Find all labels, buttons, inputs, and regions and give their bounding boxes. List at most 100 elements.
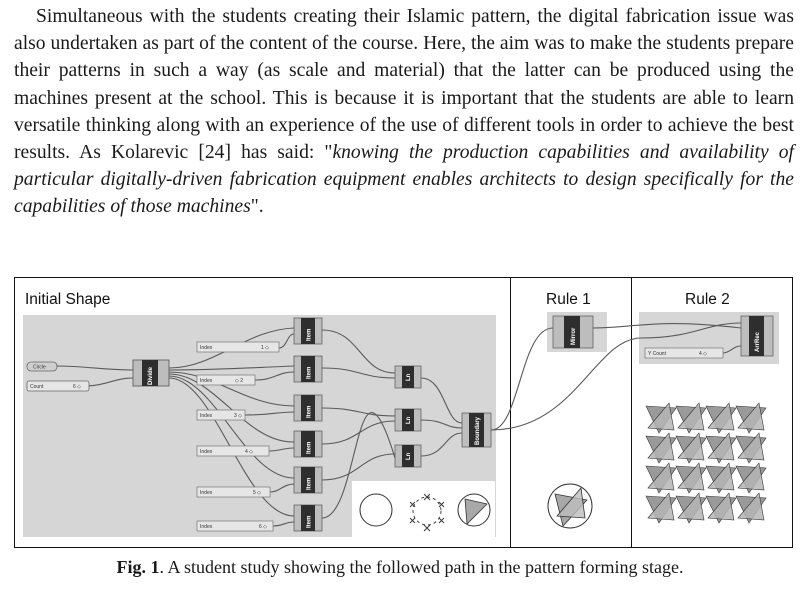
y-count-slider: [644, 347, 724, 359]
y-count-slider-value: 4 ◇: [699, 351, 707, 357]
line-node-body: [402, 409, 414, 431]
wire: [420, 377, 463, 424]
pattern-triangle: [647, 402, 675, 431]
index-slider: [196, 486, 271, 498]
pattern-triangle: [707, 462, 735, 491]
divided-circle-sketch: [409, 493, 445, 532]
pattern-triangle: [677, 492, 705, 521]
pattern-triangle: [647, 432, 675, 461]
figure-1: Initial Shape Rule 1 Rule 2: [14, 277, 793, 548]
panel-divider: [510, 278, 511, 547]
item-nodes: Item Item Item Item Item Item: [293, 317, 323, 532]
mirror-node-body: [564, 316, 580, 348]
wire: [321, 453, 396, 481]
line-nodes: Ln Ln Ln: [394, 365, 422, 468]
triangle-shape: [464, 498, 488, 525]
pattern-triangle: [647, 462, 675, 491]
pattern-triangle: [737, 462, 765, 491]
wire: [244, 411, 295, 416]
paragraph-quote: knowing the production capabilities and …: [14, 142, 794, 218]
panel-title-initial-shape: Initial Shape: [25, 291, 111, 308]
pattern-triangle: [677, 462, 705, 491]
index-slider-value: 5 ◇: [253, 490, 261, 496]
index-slider-value: 6 ◇: [259, 524, 267, 530]
panel-divider: [631, 278, 632, 547]
pattern-triangle: [677, 402, 705, 431]
wire-group: [54, 322, 742, 527]
index-slider-label: Index: [200, 490, 213, 496]
pattern-triangle: [737, 402, 765, 431]
panel-title-rule-1: Rule 1: [546, 291, 591, 308]
pattern-triangle: [707, 432, 735, 461]
body-paragraph: Simultaneous with the students creating …: [14, 3, 794, 221]
wire: [84, 377, 134, 387]
caption-text: . A student study showing the followed p…: [159, 557, 684, 577]
wire: [54, 365, 134, 371]
pattern-triangle: [737, 432, 765, 461]
rule1-sketch: [547, 483, 593, 529]
item-node-body: [301, 431, 315, 457]
item-node-body: [301, 467, 315, 493]
boundary-node-body: [469, 413, 484, 447]
wire: [321, 420, 396, 445]
item-node-label: Item: [307, 406, 313, 418]
circle-param-label: Circle: [33, 365, 46, 371]
wire: [268, 447, 295, 452]
count-slider-value: 6 ◇: [73, 384, 81, 390]
count-slider-label: Count: [30, 384, 44, 390]
arrrec-node-body: [749, 316, 764, 356]
index-slider-value: 3 ◇: [234, 413, 242, 419]
line-node-body: [402, 366, 414, 388]
rule2-pattern: [645, 402, 767, 524]
item-node-label: Item: [307, 442, 313, 454]
definition-diagram: Circle Count 6 ◇ Divide Index 1 ◇ Index …: [26, 315, 774, 539]
wire: [420, 432, 463, 457]
figure-caption: Fig. 1. A student study showing the foll…: [0, 557, 800, 578]
index-sliders: Index 1 ◇ Index ◇ 2 Index 3 ◇ Index 4 ◇ …: [196, 341, 280, 532]
index-slider-label: Index: [200, 345, 213, 351]
index-slider-label: Index: [200, 449, 213, 455]
arrrec-node-label: ArrRec: [755, 331, 761, 352]
wire: [592, 323, 742, 329]
index-slider-label: Index: [200, 524, 213, 530]
circle-sketch: [359, 493, 393, 527]
initial-shape-sketches: [352, 481, 495, 539]
wire: [272, 521, 295, 527]
index-slider-value: 4 ◇: [245, 449, 253, 455]
line-node-label: Ln: [406, 373, 412, 381]
wire: [278, 333, 295, 349]
item-node-body: [301, 395, 315, 421]
panel-title-rule-2: Rule 2: [685, 291, 730, 308]
mirror-node-label: Mirror: [571, 327, 577, 345]
item-node-label: Item: [307, 367, 313, 379]
line-node-label: Ln: [406, 416, 412, 424]
wire: [168, 373, 295, 443]
wire: [168, 375, 295, 479]
index-slider-label: Index: [200, 378, 213, 384]
wire: [168, 371, 295, 407]
pattern-triangle: [707, 402, 735, 431]
circle-param: [26, 361, 58, 372]
index-slider-value: ◇ 2: [235, 378, 243, 384]
paragraph-end: ".: [250, 196, 264, 218]
line-node-label: Ln: [406, 452, 412, 460]
item-node-body: [301, 356, 315, 382]
rule1-circle: [547, 483, 593, 529]
wire: [722, 345, 742, 354]
boundary-node-label: Boundary: [475, 416, 481, 445]
pattern-triangle: [707, 492, 735, 521]
index-slider-value: 1 ◇: [261, 345, 269, 351]
paragraph-text: Simultaneous with the students creating …: [14, 6, 794, 164]
wire: [168, 365, 295, 371]
index-slider: [196, 409, 246, 421]
wire: [254, 371, 295, 381]
pattern-triangle: [677, 432, 705, 461]
triangle-in-circle-sketch: [457, 493, 491, 527]
index-slider: [196, 374, 256, 386]
item-node-label: Item: [307, 478, 313, 490]
pattern-triangle: [647, 492, 675, 521]
wire: [490, 327, 554, 431]
item-node-label: Item: [307, 329, 313, 341]
index-slider-label: Index: [200, 413, 213, 419]
index-slider: [196, 445, 270, 457]
